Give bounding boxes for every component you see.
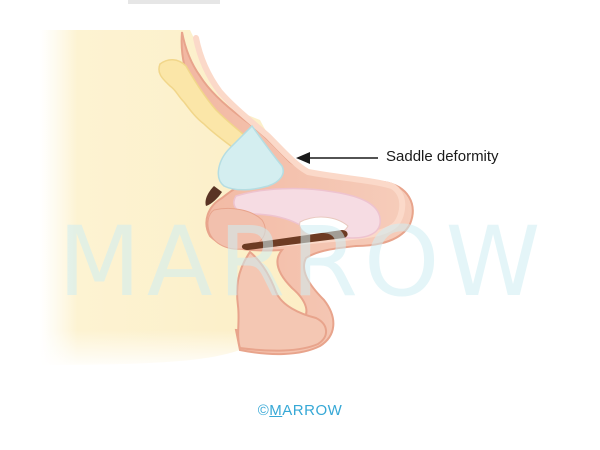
copyright-symbol: © bbox=[257, 402, 270, 419]
copyright-initial: M bbox=[269, 402, 283, 419]
upper-lateral-cartilage bbox=[217, 124, 284, 191]
saddle-deformity-label: Saddle deformity bbox=[386, 148, 499, 165]
upper-lip bbox=[236, 250, 327, 352]
nasal-bone bbox=[158, 59, 250, 152]
nasal-probe bbox=[241, 230, 348, 250]
copyright-notice: ©MARROW bbox=[0, 402, 600, 419]
septal-notch bbox=[205, 186, 222, 206]
top-divider bbox=[128, 0, 220, 4]
copyright-rest: ARROW bbox=[282, 402, 343, 419]
